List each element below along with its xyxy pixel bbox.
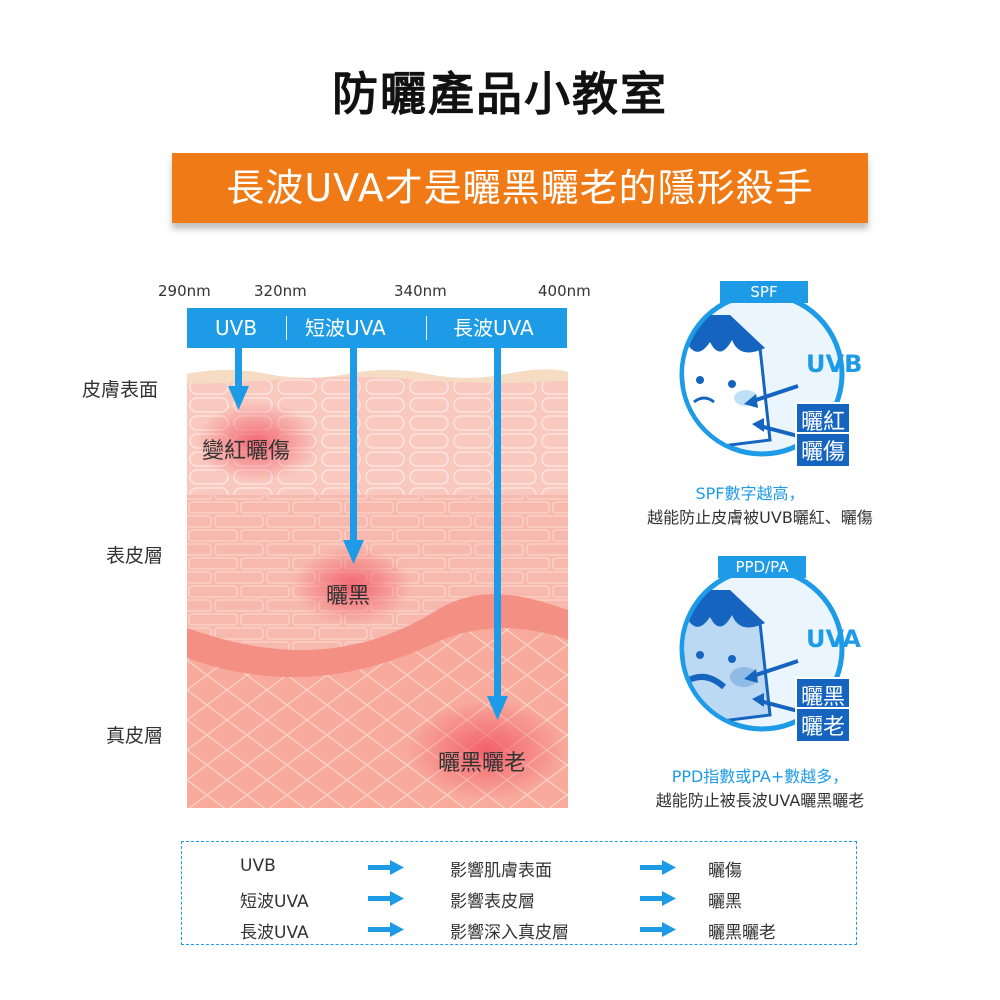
ppd-effect-aging: 曬老: [795, 707, 852, 743]
spf-caption-1: SPF數字越高，: [695, 484, 805, 503]
uvb-arrow: [228, 348, 249, 410]
spf-ray-label: UVB: [806, 350, 862, 378]
legend-result-burn: 曬傷: [708, 861, 742, 881]
wavelength-290: 290nm: [158, 282, 211, 300]
legend-ray-long-uva: 長波UVA: [240, 923, 309, 943]
effect-tan-aging-label: 曬黑曬老: [438, 751, 527, 776]
legend-ray-uvb: UVB: [240, 856, 276, 876]
band-short-uva-label: 短波UVA: [305, 316, 386, 340]
legend-ray-short-uva: 短波UVA: [240, 892, 309, 912]
band-uvb-label: UVB: [215, 316, 258, 340]
wavelength-320: 320nm: [254, 282, 307, 300]
spf-caption-2: 越能防止皮膚被UVB曬紅、曬傷: [647, 508, 873, 527]
effect-tan-label: 曬黑: [326, 584, 371, 609]
legend-result-tan: 曬黑: [708, 892, 742, 912]
effect-sunburn-label: 變紅曬傷: [202, 439, 291, 464]
legend-arrow-icons-2: [640, 860, 676, 937]
spf-tag: SPF: [720, 281, 808, 303]
wavelength-400: 400nm: [538, 282, 591, 300]
skin-cross-section: [187, 369, 568, 808]
band-divider: [426, 316, 427, 340]
legend-arrow-icons-1: [368, 860, 404, 937]
layer-label-dermis: 真皮層: [106, 725, 164, 747]
page-title: 防曬產品小教室: [332, 67, 668, 121]
long-uva-arrow: [487, 348, 508, 720]
ppd-ray-label: UVA: [806, 625, 861, 653]
ppd-caption-2: 越能防止被長波UVA曬黑曬老: [655, 791, 865, 810]
band-long-uva-label: 長波UVA: [453, 316, 534, 340]
uv-band-bar: UVB 短波UVA 長波UVA: [187, 308, 567, 348]
layer-label-epidermis: 表皮層: [106, 545, 164, 567]
legend-target-surface: 影響肌膚表面: [450, 861, 552, 881]
legend-result-tan-aging: 曬黑曬老: [708, 923, 776, 943]
summary-legend: UVB 短波UVA 長波UVA 影響肌膚表面 影響表皮層 影響深入真皮層 曬傷 …: [181, 841, 857, 945]
ppd-tag: PPD/PA: [718, 556, 806, 578]
short-uva-arrow: [343, 348, 364, 564]
subtitle-banner: 長波UVA才是曬黑曬老的隱形殺手: [172, 153, 868, 223]
band-divider: [286, 316, 287, 340]
legend-target-epidermis: 影響表皮層: [450, 892, 535, 912]
wavelength-340: 340nm: [394, 282, 447, 300]
layer-label-surface: 皮膚表面: [82, 379, 159, 401]
spf-effect-burn: 曬傷: [795, 432, 852, 468]
legend-target-dermis: 影響深入真皮層: [450, 923, 569, 943]
ppd-caption-1: PPD指數或PA+數越多，: [671, 767, 849, 786]
